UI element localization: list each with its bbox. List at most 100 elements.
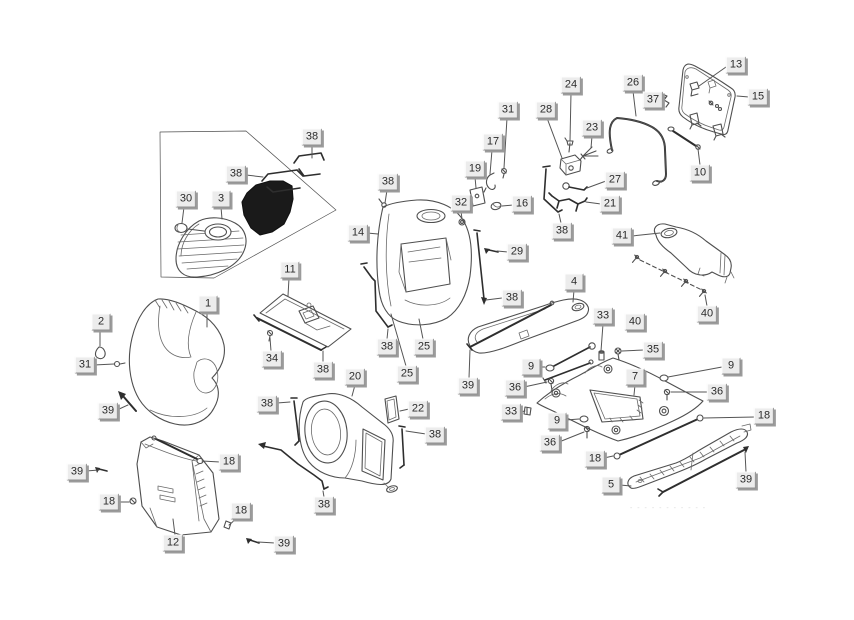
callout-36[interactable]: 36 xyxy=(539,434,561,452)
callout-33[interactable]: 33 xyxy=(500,403,522,421)
callout-27[interactable]: 27 xyxy=(604,171,626,189)
callout-34[interactable]: 34 xyxy=(261,350,283,368)
callout-40[interactable]: 40 xyxy=(624,313,646,331)
callout-38[interactable]: 38 xyxy=(424,426,446,444)
callout-31[interactable]: 31 xyxy=(497,101,519,119)
callout-33[interactable]: 33 xyxy=(592,307,614,325)
leader-line-38 xyxy=(322,490,325,498)
callout-18[interactable]: 18 xyxy=(584,450,606,468)
callout-18[interactable]: 18 xyxy=(753,407,775,425)
callout-36[interactable]: 36 xyxy=(504,379,526,397)
callout-39[interactable]: 39 xyxy=(97,402,119,420)
screw-38-top xyxy=(378,198,387,208)
callout-41[interactable]: 41 xyxy=(611,227,633,245)
rubber-flap-22 xyxy=(384,395,400,424)
leader-line-24 xyxy=(569,92,572,142)
screw-34 xyxy=(266,329,274,342)
callout-39[interactable]: 39 xyxy=(457,377,479,395)
clip-part2 xyxy=(94,346,106,360)
callout-38[interactable]: 38 xyxy=(501,289,523,307)
callout-40[interactable]: 40 xyxy=(696,305,718,323)
callout-38[interactable]: 38 xyxy=(376,338,398,356)
leader-line-34 xyxy=(269,337,272,352)
callout-28[interactable]: 28 xyxy=(535,101,557,119)
callout-9[interactable]: 9 xyxy=(547,412,567,430)
leader-line-39 xyxy=(257,541,276,544)
callout-38[interactable]: 38 xyxy=(312,361,334,379)
callout-18[interactable]: 18 xyxy=(230,502,252,520)
screw-31-left xyxy=(113,360,126,368)
panel-foot-right xyxy=(712,123,726,141)
leader-line-20 xyxy=(351,384,356,397)
leader-line-33 xyxy=(600,323,604,352)
callout-2[interactable]: 2 xyxy=(91,313,111,331)
side-panel-part20 xyxy=(258,393,406,493)
callout-38[interactable]: 38 xyxy=(313,496,335,514)
callout-37[interactable]: 37 xyxy=(642,91,664,109)
callout-21[interactable]: 21 xyxy=(599,195,621,213)
callout-14[interactable]: 14 xyxy=(347,224,369,242)
leader-line-39 xyxy=(85,469,100,472)
callout-39[interactable]: 39 xyxy=(66,463,88,481)
callout-35[interactable]: 35 xyxy=(642,341,664,359)
callout-18[interactable]: 18 xyxy=(218,453,240,471)
panel-screws xyxy=(708,100,723,112)
bracket-21 xyxy=(548,192,588,212)
leader-line-38 xyxy=(405,430,427,435)
callout-38[interactable]: 38 xyxy=(256,395,278,413)
callout-3[interactable]: 3 xyxy=(211,190,231,208)
leader-line-39 xyxy=(116,404,129,411)
leader-line-5 xyxy=(619,484,632,487)
callout-13[interactable]: 13 xyxy=(725,56,747,74)
cable-27 xyxy=(562,182,588,191)
callout-11[interactable]: 11 xyxy=(280,261,300,279)
rod-18-upper xyxy=(613,414,704,460)
callout-24[interactable]: 24 xyxy=(560,76,582,94)
callout-38[interactable]: 38 xyxy=(301,128,323,146)
leader-line-18 xyxy=(603,455,614,459)
callout-25[interactable]: 25 xyxy=(413,338,435,356)
callout-19[interactable]: 19 xyxy=(464,160,486,178)
leader-line-13 xyxy=(698,66,727,87)
leader-line-29 xyxy=(496,250,509,253)
callout-29[interactable]: 29 xyxy=(506,243,528,261)
callout-4[interactable]: 4 xyxy=(564,273,584,291)
callout-38[interactable]: 38 xyxy=(225,165,247,183)
callout-20[interactable]: 20 xyxy=(344,368,366,386)
callout-16[interactable]: 16 xyxy=(511,195,533,213)
screw-31-lock xyxy=(501,168,507,179)
callout-26[interactable]: 26 xyxy=(622,74,644,92)
bracket-13 xyxy=(689,81,700,97)
callout-22[interactable]: 22 xyxy=(407,400,429,418)
callout-17[interactable]: 17 xyxy=(482,133,504,151)
callout-15[interactable]: 15 xyxy=(747,88,769,106)
callout-38[interactable]: 38 xyxy=(377,173,399,191)
callout-25[interactable]: 25 xyxy=(396,365,418,383)
callout-31[interactable]: 31 xyxy=(74,356,96,374)
callout-39[interactable]: 39 xyxy=(735,471,757,489)
front-lower-cover-part12 xyxy=(95,435,260,544)
leader-lines xyxy=(85,66,756,544)
callout-10[interactable]: 10 xyxy=(689,164,711,182)
callout-1[interactable]: 1 xyxy=(198,295,218,313)
callout-9[interactable]: 9 xyxy=(721,357,741,375)
callout-18[interactable]: 18 xyxy=(98,493,120,511)
callout-9[interactable]: 9 xyxy=(521,358,541,376)
leader-line-12 xyxy=(172,518,176,536)
callout-36[interactable]: 36 xyxy=(706,383,728,401)
callout-32[interactable]: 32 xyxy=(450,194,472,212)
callout-12[interactable]: 12 xyxy=(162,534,184,552)
callout-23[interactable]: 23 xyxy=(581,119,603,137)
callout-7[interactable]: 7 xyxy=(625,368,645,386)
callout-5[interactable]: 5 xyxy=(601,476,621,494)
hose-38 xyxy=(258,442,329,490)
callout-30[interactable]: 30 xyxy=(175,190,197,208)
callout-39[interactable]: 39 xyxy=(273,535,295,553)
screw-24 xyxy=(564,137,574,153)
leader-line-19 xyxy=(474,176,477,189)
bolt-33a xyxy=(598,350,605,361)
leader-line-9 xyxy=(667,366,723,378)
callout-38[interactable]: 38 xyxy=(551,222,573,240)
hook-17 xyxy=(483,172,496,193)
